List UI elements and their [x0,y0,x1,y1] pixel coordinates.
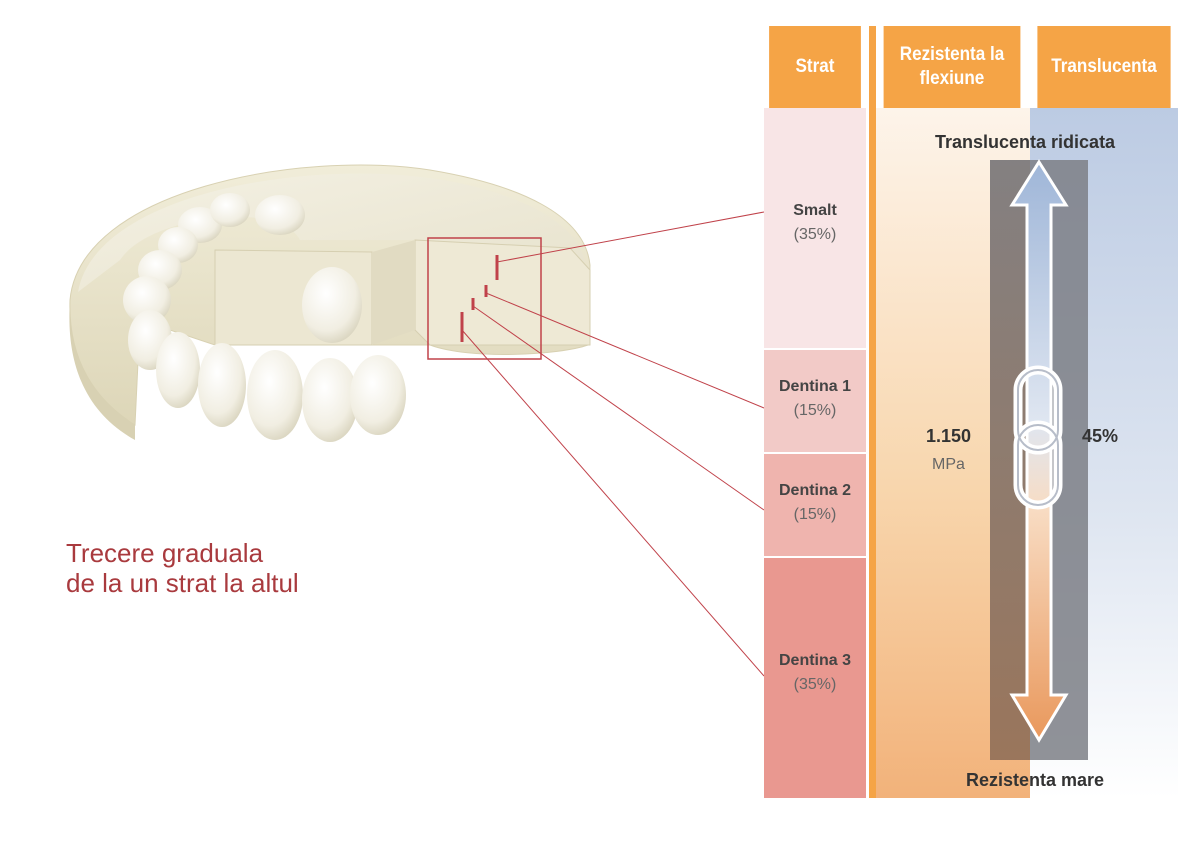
layer-dentina-2: Dentina 2 (15%) [764,452,866,556]
column-divider [866,26,876,798]
layer-name: Smalt [793,202,837,219]
translucency-value: 45% [1082,426,1119,446]
strength-bar [990,160,1030,760]
strength-unit: MPa [932,456,965,473]
zirconia-disc-illustration [69,164,591,442]
gradient-arrow-graphic [990,159,1088,760]
label-high-translucency: Translucenta ridicata [935,132,1116,152]
layer-percent: (35%) [793,676,837,693]
layer-smalt: Smalt (35%) [764,108,866,348]
layer-name: Dentina 2 [778,482,851,499]
chain-link-icon [1013,365,1063,510]
layer-dentina-3: Dentina 3 (35%) [764,556,866,798]
strength-value: 1.150 [926,426,972,446]
header-strength: Rezistenta la flexiune [883,26,1021,108]
caption-line-2: de la un strat la altul [66,568,299,598]
header-translucency: Translucenta [1037,26,1171,108]
gradient-caption: Trecere graduala de la un strat la altul [66,538,466,598]
layer-dentina-1: Dentina 1 (15%) [764,348,866,452]
caption-line-1: Trecere graduala [66,538,264,568]
layer-percent: (15%) [793,506,837,523]
layer-percent: (15%) [793,402,837,419]
teeth-arch [123,193,406,442]
label-high-strength: Rezistenta mare [966,770,1105,790]
layer-name: Dentina 1 [778,378,851,395]
disc-top-surface [78,173,585,292]
disc-cut-block [414,239,591,346]
layer-name: Dentina 3 [778,652,851,669]
layer-percent: (35%) [793,226,837,243]
header-layer: Strat [769,26,861,108]
